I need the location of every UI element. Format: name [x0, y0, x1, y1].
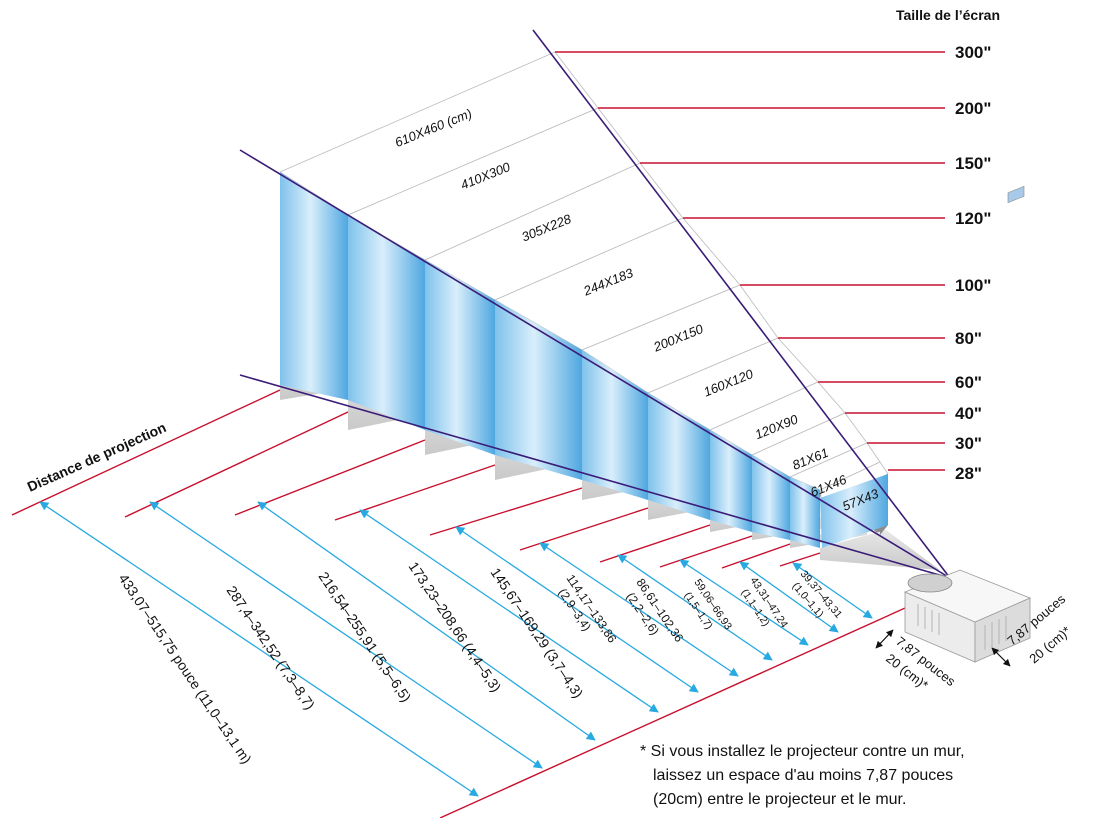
dist-ref-1: [11, 389, 281, 516]
size-label-120: 120": [955, 209, 991, 228]
footnote: * Si vous installez le projecteur contre…: [640, 743, 965, 808]
screen-face: [495, 300, 582, 480]
dist-ref-2: [124, 411, 349, 518]
dist-ref-9: [721, 543, 791, 569]
size-label-100: 100": [955, 276, 991, 295]
footnote-line-1: * Si vous installez le projecteur contre…: [640, 743, 965, 760]
screen-face: [710, 430, 752, 532]
size-label-150: 150": [955, 154, 991, 173]
projector-panel: [1007, 185, 1025, 204]
size-label-30: 30": [955, 434, 982, 453]
dist-ref-6: [519, 507, 649, 551]
size-lines: [555, 51, 945, 471]
distance-arrows: [39, 501, 873, 797]
beam-lines: [239, 29, 951, 579]
size-label-200: 200": [955, 99, 991, 118]
dist-arrow-9: [739, 561, 839, 633]
screens-group: [279, 51, 940, 570]
dist-ref-10: [779, 552, 821, 567]
clearance-side-arrow: [875, 629, 894, 649]
dist-arrow-2: [149, 501, 543, 769]
size-label-28: 28": [955, 464, 982, 483]
screen-face: [425, 260, 495, 455]
size-label-60: 60": [955, 373, 982, 392]
projector-lens: [907, 573, 953, 593]
dist-label-2: 287,4–342,52 (7,3–8,7): [224, 583, 319, 713]
screen-face: [582, 350, 648, 500]
dist-label-3: 216,54–255,91 (5,5–6,5): [316, 569, 415, 705]
screen-face: [348, 215, 425, 430]
dist-label-4: 173,23–208,66 (4,4–5,3): [406, 559, 505, 695]
beam-left-line: [239, 149, 951, 579]
projector: [903, 185, 1032, 663]
projector-base-line: [439, 589, 946, 818]
beam-bottom-line: [239, 374, 951, 579]
projection-distance-title: Distance de projection: [25, 419, 169, 495]
footnote-line-2: laissez un espace d'au moins 7,87 pouces: [653, 767, 953, 784]
distance-labels: 433,07–515,75 pouce (11,0–13,1 m) 287,4–…: [116, 559, 845, 767]
size-label-40: 40": [955, 404, 982, 423]
size-label-300: 300": [955, 43, 991, 62]
screen-face: [280, 172, 348, 400]
dist-arrow-10: [792, 562, 873, 619]
clearance-indicators: [875, 629, 1011, 667]
projector-vents: [917, 604, 1007, 650]
size-labels: 300" 200" 150" 120" 100" 80" 60" 40" 30"…: [955, 43, 991, 483]
clearance-rear-arrow: [991, 647, 1011, 667]
size-label-80: 80": [955, 329, 982, 348]
beam-top-line: [532, 29, 951, 579]
screen-size-title: Taille de l’écran: [896, 7, 1000, 23]
screen-floor: [820, 530, 940, 570]
dist-ref-5: [429, 487, 583, 536]
dist-ref-4: [334, 464, 496, 521]
footnote-line-3: (20cm) entre le projecteur et le mur.: [653, 791, 906, 808]
